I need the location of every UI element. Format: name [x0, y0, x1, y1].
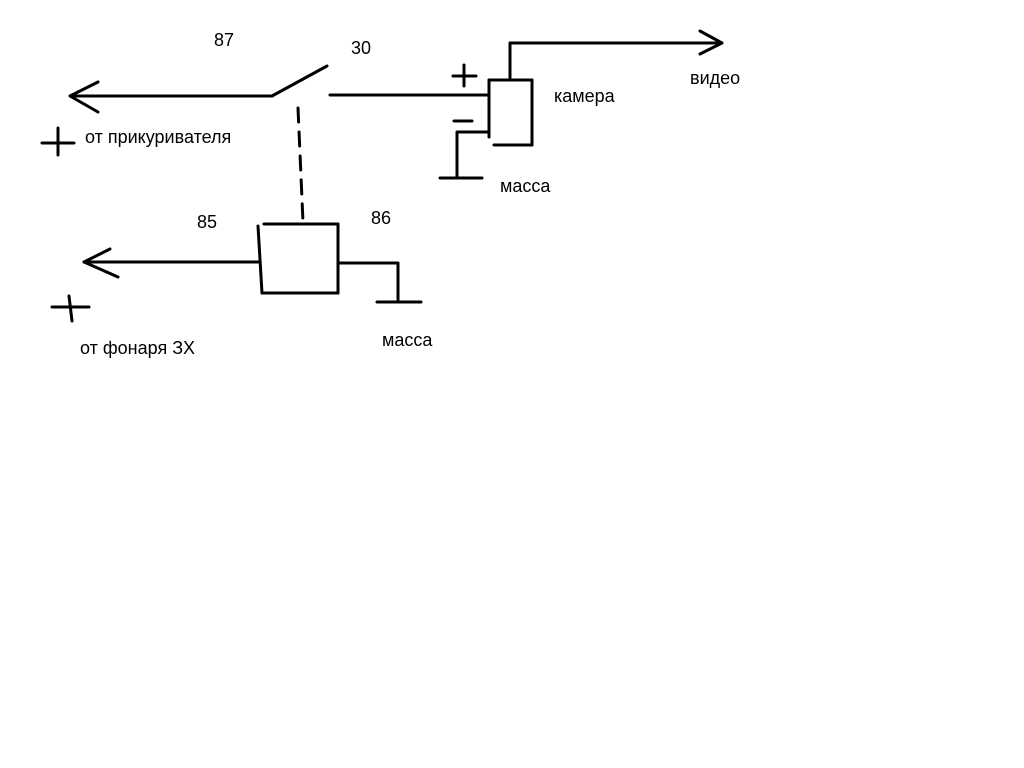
- relay-mechanical-link: [296, 106, 305, 224]
- camera-label: камера: [554, 86, 615, 106]
- pin-86-label: 86: [371, 208, 392, 228]
- camera-box: [487, 78, 534, 147]
- video-arrow-head: [698, 29, 724, 56]
- pin-30-label: 30: [351, 38, 372, 58]
- camera-ground-label: масса: [500, 176, 551, 196]
- lighter-arrow-head: [68, 80, 100, 114]
- relay-ground-wire: [336, 261, 400, 304]
- camera-ground-wire: [455, 130, 491, 180]
- relay-ground-label: масса: [382, 330, 433, 350]
- pin-87-label: 87: [214, 30, 235, 50]
- relay-switch-blade: [270, 64, 329, 98]
- pin-85-label: 85: [197, 212, 218, 232]
- relay-coil-box: [256, 222, 340, 295]
- video-label: видео: [690, 68, 741, 88]
- from-reverse-light-label: от фонаря ЗХ: [80, 338, 196, 358]
- plus-icon-reverse-light: [50, 294, 91, 323]
- reverse-light-arrow-head: [82, 247, 120, 279]
- plus-icon-lighter: [40, 126, 76, 157]
- plus-icon-camera: [451, 63, 478, 88]
- video-output-wire: [508, 41, 720, 80]
- from-cigarette-lighter-label: от прикуривателя: [85, 127, 232, 147]
